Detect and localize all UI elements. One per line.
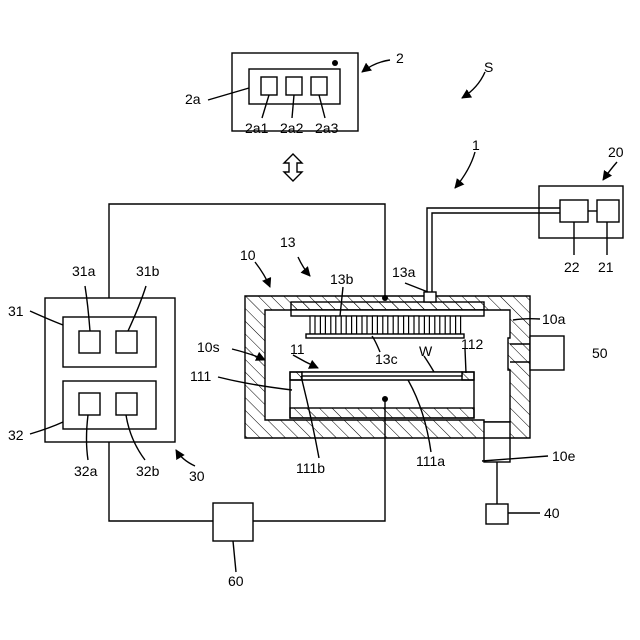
showerhead-hole <box>393 316 398 334</box>
label-system: S <box>484 59 493 75</box>
label-host-module: 2a <box>185 91 201 107</box>
ctrl-unit1a-box <box>79 331 100 353</box>
label-power-unit: 60 <box>228 573 244 589</box>
label-apparatus: 1 <box>472 137 480 153</box>
showerhead-hole <box>310 316 315 334</box>
showerhead-hole <box>352 316 357 334</box>
label-stage: 11 <box>290 341 305 357</box>
label-ctrl-unit2b: 32b <box>136 463 160 479</box>
label-exhaust-device: 40 <box>544 505 560 521</box>
label-chamber-side: 10a <box>542 311 566 327</box>
label-gas-source-b: 22 <box>564 259 580 275</box>
showerhead-hole <box>456 316 461 334</box>
showerhead-hole <box>320 316 325 334</box>
gas-source-b-box <box>560 200 588 222</box>
showerhead-hole <box>435 316 440 334</box>
label-ctrl-unit1: 31 <box>8 303 24 319</box>
label-ctrl-unit2a: 32a <box>74 463 98 479</box>
label-chamber-space: 10s <box>197 339 220 355</box>
gas-source-a-box <box>597 200 619 222</box>
label-ctrl-unit1a: 31a <box>72 263 96 279</box>
label-host-sub3: 2a3 <box>315 120 339 136</box>
host-sub1-box <box>261 77 277 95</box>
ctrl-unit2b-box <box>116 393 137 415</box>
showerhead-hole <box>362 316 367 334</box>
stage <box>290 372 474 418</box>
label-stage-body: 111 <box>190 368 211 384</box>
label-holes: 13c <box>375 351 398 367</box>
showerhead-hole <box>424 316 429 334</box>
label-stage-surface: 111a <box>416 453 445 469</box>
label-host-sub2: 2a2 <box>280 120 304 136</box>
showerhead-hole <box>383 316 388 334</box>
host-sub2-box <box>286 77 302 95</box>
double-arrow-icon <box>284 154 302 181</box>
gas-supply <box>539 186 623 238</box>
label-ctrl-unit2: 32 <box>8 427 24 443</box>
showerhead-hole <box>331 316 336 334</box>
label-side-unit: 50 <box>592 345 608 361</box>
controller <box>45 298 175 442</box>
label-stage-edge: 111b <box>296 460 325 476</box>
label-gas-source-a: 21 <box>598 259 614 275</box>
label-host-sub1: 2a1 <box>245 120 269 136</box>
showerhead-hole <box>445 316 450 334</box>
label-gas-supply: 20 <box>608 144 624 160</box>
host-sub3-box <box>311 77 327 95</box>
ctrl-unit2a-box <box>79 393 100 415</box>
showerhead-hole <box>414 316 419 334</box>
label-exhaust-pipe: 10e <box>552 448 576 464</box>
label-gas-inlet: 13a <box>392 264 416 280</box>
ctrl-unit1b-box <box>116 331 137 353</box>
label-showerhead: 13 <box>280 234 296 250</box>
exhaust-device <box>486 504 508 524</box>
label-ctrl-unit1b: 31b <box>136 263 160 279</box>
showerhead-hole <box>404 316 409 334</box>
showerhead-hole <box>341 316 346 334</box>
label-wafer: W <box>419 343 433 359</box>
label-controller: 30 <box>189 468 205 484</box>
label-chamber: 10 <box>240 247 256 263</box>
showerhead-hole <box>372 316 377 334</box>
label-diffuser: 13b <box>330 271 354 287</box>
power-unit <box>213 503 253 541</box>
showerhead-holes <box>310 316 461 334</box>
label-host: 2 <box>396 50 404 66</box>
exhaust-pipe <box>484 422 510 504</box>
label-stage-ring: 112 <box>461 336 484 352</box>
